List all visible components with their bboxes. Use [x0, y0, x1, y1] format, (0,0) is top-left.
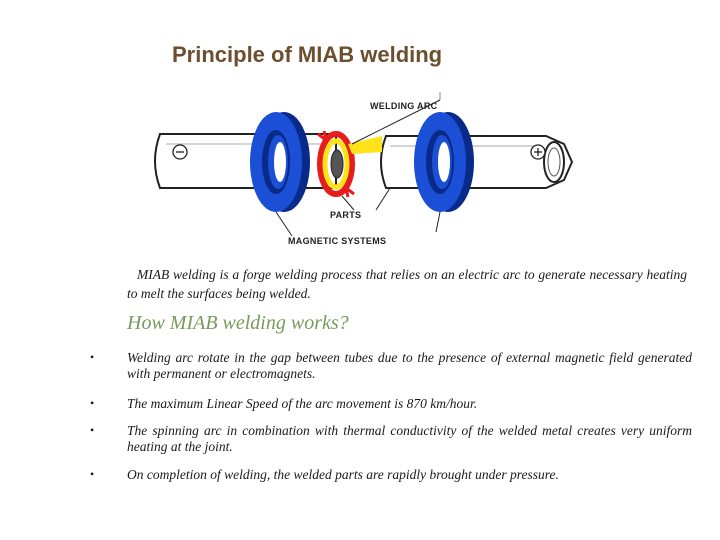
right-magnet	[414, 112, 474, 212]
welding-arc	[317, 130, 382, 198]
label-welding-arc: WELDING ARC	[370, 101, 438, 111]
bullet-item: Welding arc rotate in the gap between tu…	[127, 350, 692, 381]
bullet-item: The maximum Linear Speed of the arc move…	[127, 396, 478, 411]
bullet-marker: •	[90, 350, 95, 364]
bullet-item: The spinning arc in combination with the…	[127, 423, 692, 454]
bullet-item: On completion of welding, the welded par…	[127, 467, 559, 482]
diagram-annotations: WELDING ARC PARTS MAGNETIC SYSTEMS	[275, 92, 441, 246]
left-magnet	[250, 112, 310, 212]
section-heading: How MIAB welding works?	[127, 312, 349, 334]
label-magnetic-systems: MAGNETIC SYSTEMS	[288, 236, 386, 246]
miab-diagram: WELDING ARC PARTS MAGNETIC SYSTEMS	[154, 92, 574, 246]
bullet-marker: •	[90, 396, 95, 410]
label-parts: PARTS	[330, 210, 361, 220]
intro-paragraph: MIAB welding is a forge welding process …	[127, 267, 687, 301]
bullet-marker: •	[90, 423, 95, 437]
page-title: Principle of MIAB welding	[172, 42, 443, 67]
bullet-marker: •	[90, 467, 95, 481]
